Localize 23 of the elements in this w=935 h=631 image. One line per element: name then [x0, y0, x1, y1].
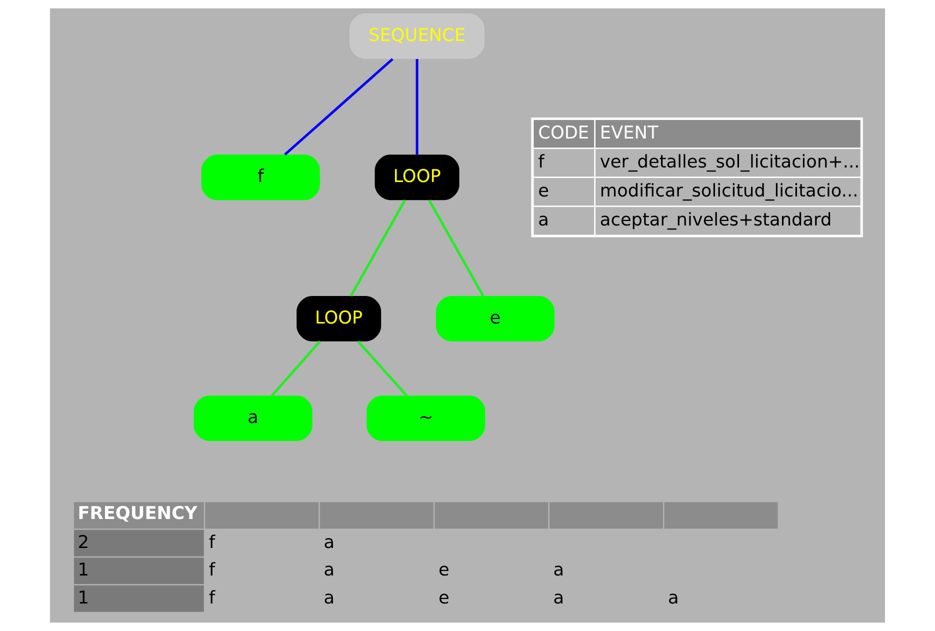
label: EVENT [600, 124, 658, 144]
label: a [324, 532, 335, 553]
label: e [538, 182, 549, 202]
label: 1 [78, 588, 89, 608]
label: FREQUENCY [78, 504, 198, 524]
label: f [538, 152, 544, 173]
label: a [553, 560, 564, 581]
label: e [438, 560, 450, 581]
label: ver_detalles_sol_licitacion+... [600, 152, 860, 173]
label: e [438, 588, 450, 608]
label: a [324, 588, 335, 608]
label: f [208, 532, 216, 553]
label: 1 [78, 560, 89, 581]
label: a [538, 210, 549, 231]
label: a [324, 560, 335, 581]
label: CODE [538, 124, 590, 144]
label: f [208, 588, 216, 608]
label: aceptar_niveles+standard [600, 210, 832, 231]
label: modificar_solicitud_licitacio... [600, 182, 858, 202]
label: a [668, 588, 679, 608]
label: 2 [78, 532, 89, 553]
label: f [208, 560, 216, 581]
label: a [553, 588, 564, 608]
